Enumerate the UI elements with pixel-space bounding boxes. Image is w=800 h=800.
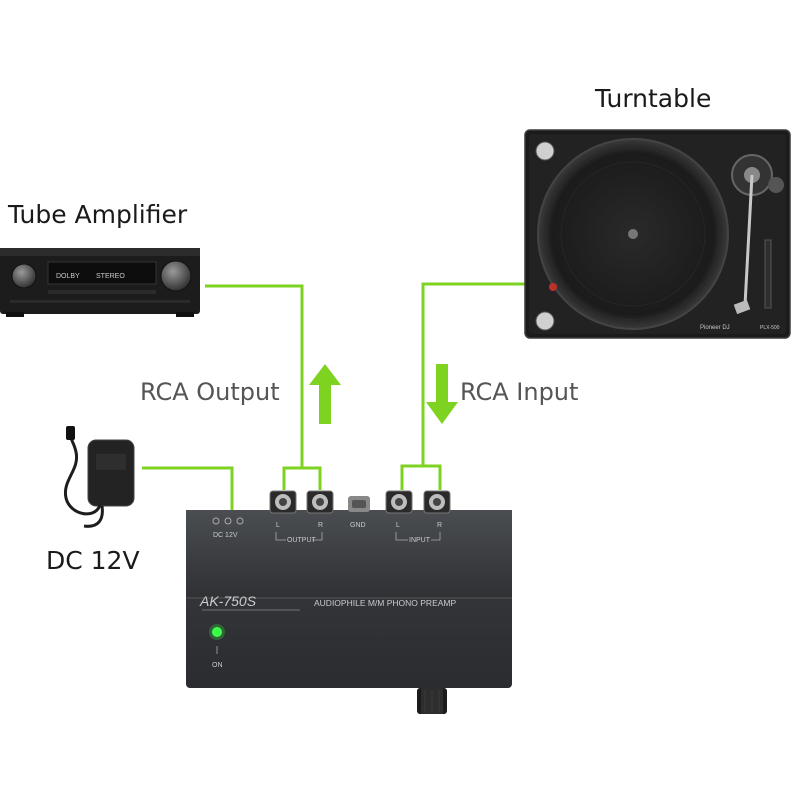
input-group-label: INPUT <box>409 537 431 544</box>
power-adapter-image <box>63 426 135 528</box>
input-right-jack <box>423 490 451 514</box>
speed-button <box>535 311 555 331</box>
output-left-jack <box>269 490 297 514</box>
input-arrow-down <box>426 364 458 424</box>
turntable-image: Pioneer DJ PLX-500 <box>524 129 791 339</box>
on-label: ON <box>212 662 223 669</box>
gnd-terminal <box>348 496 370 512</box>
amplifier-display-right: STEREO <box>96 273 125 280</box>
dc-power-port <box>212 517 244 525</box>
amplifier-volume-knob <box>160 260 192 292</box>
amplifier-small-knob <box>11 263 37 289</box>
output-bracket-line <box>282 466 322 490</box>
turntable-label: Turntable <box>595 84 712 113</box>
output-l-label: L <box>276 522 280 529</box>
turntable-brand: Pioneer DJ <box>700 325 730 331</box>
tube-amplifier-label: Tube Amplifier <box>8 200 188 229</box>
gnd-label: GND <box>350 522 366 529</box>
input-r-label: R <box>437 522 442 529</box>
preamp-model: AK-750S <box>199 593 257 609</box>
rca-input-label: RCA Input <box>460 378 579 406</box>
dc-power-label: DC 12V <box>46 546 140 575</box>
dc-port-label: DC 12V <box>213 532 238 539</box>
output-r-label: R <box>318 522 323 529</box>
preamp-device: DC 12V L R GND L R OUTPUT <box>186 490 512 714</box>
power-line <box>142 466 234 512</box>
preamp-description: AUDIOPHILE M/M PHONO PREAMP <box>314 598 456 608</box>
output-right-jack <box>306 490 334 514</box>
connection-lines <box>142 282 525 512</box>
power-led <box>212 627 222 637</box>
rca-output-label: RCA Output <box>140 378 280 406</box>
input-left-jack <box>385 490 413 514</box>
amplifier-to-output-line <box>205 284 304 468</box>
adapter-cable <box>63 431 102 516</box>
start-stop-button <box>535 141 555 161</box>
adapter-body <box>87 439 135 507</box>
gain-knob <box>417 688 447 714</box>
tonearm <box>743 174 754 306</box>
amplifier-image: DOLBY STEREO <box>0 248 200 317</box>
output-arrow-up <box>309 364 341 424</box>
output-group-label: OUTPUT <box>287 537 317 544</box>
turntable-to-input-line <box>421 282 525 466</box>
input-l-label: L <box>396 522 400 529</box>
amplifier-display-left: DOLBY <box>56 273 80 280</box>
turntable-model: PLX-500 <box>760 325 780 331</box>
input-bracket-line <box>400 464 442 490</box>
